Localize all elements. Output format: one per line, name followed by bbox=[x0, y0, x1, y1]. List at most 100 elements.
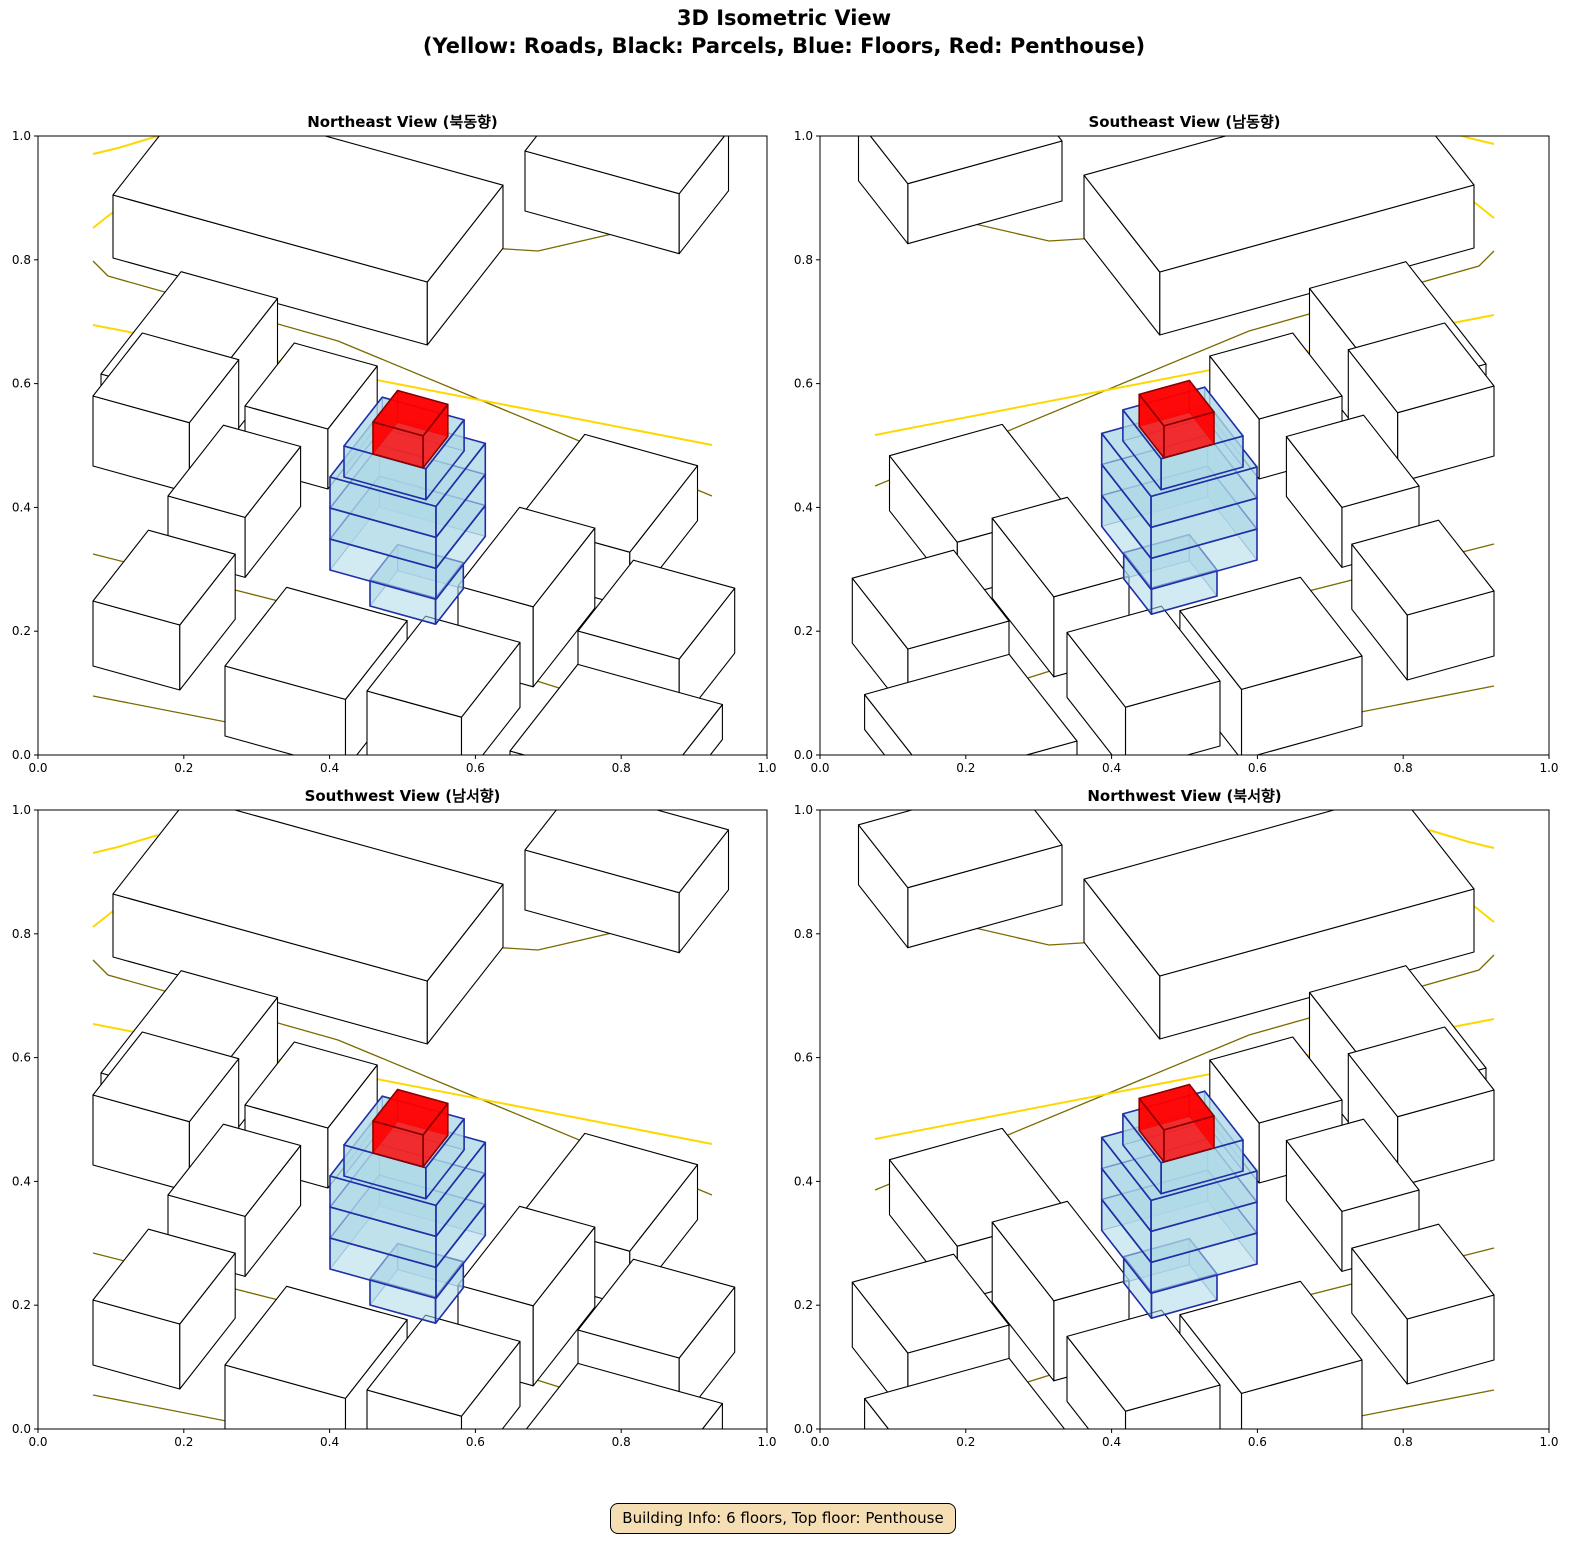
parcel-building bbox=[524, 810, 730, 954]
parcel-building bbox=[112, 810, 504, 1045]
x-tick-label: 0.8 bbox=[612, 1435, 631, 1449]
x-tick-label: 0.6 bbox=[1248, 761, 1267, 775]
parcel-building bbox=[92, 332, 240, 494]
y-tick-label: 0.0 bbox=[12, 1422, 31, 1436]
panel-title: Northwest View (북서향) bbox=[1087, 787, 1281, 805]
x-tick-label: 0.8 bbox=[612, 761, 631, 775]
parcel-building bbox=[525, 1362, 723, 1429]
y-tick-label: 1.0 bbox=[12, 129, 31, 143]
parcel-building bbox=[851, 1253, 1010, 1419]
x-tick-label: 0.2 bbox=[956, 1435, 975, 1449]
y-tick-label: 0.4 bbox=[794, 500, 813, 514]
y-tick-label: 0.6 bbox=[794, 377, 813, 391]
y-tick-label: 1.0 bbox=[12, 803, 31, 817]
y-tick-label: 0.8 bbox=[12, 927, 31, 941]
y-tick-label: 0.4 bbox=[12, 1174, 31, 1188]
panel-title: Northeast View (북동향) bbox=[307, 113, 498, 131]
penthouse-floor-6 bbox=[372, 1088, 449, 1168]
parcel-building bbox=[864, 1357, 1066, 1429]
parcel-building bbox=[1209, 332, 1343, 480]
panel-northeast: 0.0 0.2 0.4 0.6 0.8 1.0 0.0 0.2 0.4 0.6 0.8 1.0 Nort… bbox=[12, 113, 777, 775]
x-tick-label: 0.6 bbox=[1248, 1435, 1267, 1449]
x-tick-label: 0.6 bbox=[466, 761, 485, 775]
x-tick-label: 0.0 bbox=[810, 1435, 829, 1449]
axes-frame bbox=[819, 809, 1550, 1430]
y-tick-label: 0.4 bbox=[12, 500, 31, 514]
parcel-building bbox=[224, 1285, 408, 1429]
x-tick-label: 0.8 bbox=[1394, 1435, 1413, 1449]
axes-frame bbox=[37, 809, 768, 1430]
penthouse-floor-6 bbox=[1138, 1083, 1215, 1163]
y-tick-label: 0.2 bbox=[794, 1298, 813, 1312]
y-tick-label: 0.8 bbox=[794, 927, 813, 941]
parcel-building bbox=[857, 136, 1063, 245]
parcel-building bbox=[92, 1031, 240, 1193]
x-tick-label: 1.0 bbox=[757, 761, 776, 775]
y-tick-label: 0.2 bbox=[12, 1298, 31, 1312]
road-line bbox=[92, 834, 159, 854]
x-tick-label: 0.2 bbox=[174, 1435, 193, 1449]
x-tick-label: 0.6 bbox=[466, 1435, 485, 1449]
building-info-box: Building Info: 6 floors, Top floor: Pent… bbox=[610, 1503, 956, 1534]
y-tick-label: 0.0 bbox=[794, 748, 813, 762]
x-tick-label: 0.4 bbox=[1102, 761, 1121, 775]
parcel-building bbox=[524, 136, 730, 255]
y-tick-label: 0.4 bbox=[794, 1174, 813, 1188]
parcel-building bbox=[244, 1041, 378, 1189]
scene-3d bbox=[92, 810, 736, 1429]
parcel-building bbox=[509, 663, 723, 755]
parcel-building bbox=[1066, 1309, 1221, 1429]
figure-title-line-1: 3D Isometric View bbox=[676, 6, 892, 30]
y-tick-label: 0.2 bbox=[794, 624, 813, 638]
parcel-building bbox=[1351, 1223, 1495, 1385]
parcel-building bbox=[366, 615, 521, 755]
panel-title: Southwest View (남서향) bbox=[305, 787, 501, 805]
x-tick-label: 0.2 bbox=[174, 761, 193, 775]
parcel-building bbox=[92, 529, 236, 691]
x-tick-label: 0.0 bbox=[810, 761, 829, 775]
y-tick-label: 1.0 bbox=[794, 803, 813, 817]
road-line bbox=[1428, 829, 1495, 849]
parcel-building bbox=[1351, 519, 1495, 681]
parcel-building bbox=[991, 1200, 1130, 1382]
parcel-building bbox=[92, 1228, 236, 1390]
y-tick-label: 0.0 bbox=[12, 748, 31, 762]
y-tick-label: 0.6 bbox=[794, 1051, 813, 1065]
y-tick-label: 0.2 bbox=[12, 624, 31, 638]
parcel-building bbox=[864, 653, 1078, 755]
y-tick-label: 1.0 bbox=[794, 129, 813, 143]
axes-frame bbox=[819, 135, 1550, 756]
x-tick-label: 1.0 bbox=[1539, 1435, 1558, 1449]
axes-frame bbox=[37, 135, 768, 756]
parcel-building bbox=[1083, 810, 1475, 1040]
figure-title: 3D Isometric View (Yellow: Roads, Black:… bbox=[0, 4, 1568, 60]
x-tick-label: 0.4 bbox=[320, 761, 339, 775]
x-tick-label: 0.0 bbox=[28, 1435, 47, 1449]
penthouse-floor-6 bbox=[1138, 379, 1215, 459]
x-tick-label: 1.0 bbox=[757, 1435, 776, 1449]
road-line bbox=[1458, 136, 1495, 145]
parcel-building bbox=[1083, 136, 1475, 336]
parcel-building bbox=[1066, 605, 1221, 755]
scene-3d bbox=[851, 810, 1495, 1429]
parcel-building bbox=[1347, 322, 1495, 484]
y-tick-label: 0.8 bbox=[12, 253, 31, 267]
parcel-building bbox=[366, 1314, 521, 1429]
scene-3d bbox=[851, 136, 1495, 755]
y-tick-label: 0.6 bbox=[12, 377, 31, 391]
parcel-building bbox=[1179, 1280, 1363, 1429]
x-tick-label: 0.0 bbox=[28, 761, 47, 775]
x-tick-label: 0.4 bbox=[1102, 1435, 1121, 1449]
x-tick-label: 0.8 bbox=[1394, 761, 1413, 775]
y-tick-label: 0.6 bbox=[12, 1051, 31, 1065]
scene-3d bbox=[92, 136, 736, 755]
penthouse-floor-6 bbox=[372, 389, 449, 469]
figure-title-line-2: (Yellow: Roads, Black: Parcels, Blue: Fl… bbox=[422, 34, 1146, 58]
road-line bbox=[92, 136, 159, 155]
panel-title: Southeast View (남동향) bbox=[1088, 113, 1280, 131]
x-tick-label: 0.2 bbox=[956, 761, 975, 775]
